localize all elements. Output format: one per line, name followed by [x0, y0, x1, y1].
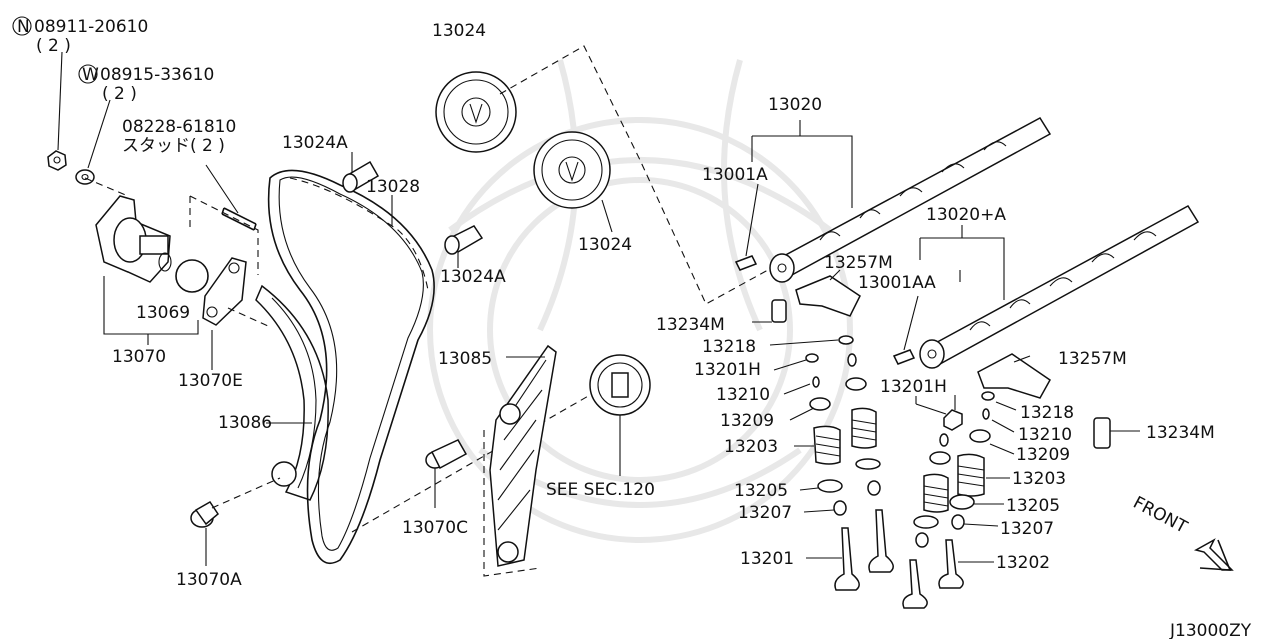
gasket-plate: [202, 257, 247, 326]
label-sprocket-lower: 13024: [578, 235, 632, 255]
label-washer-right: 13205: [1006, 496, 1060, 516]
label-cotter-left: 13210: [716, 385, 770, 405]
camshaft-upper: [734, 117, 1052, 283]
slack-guide: [483, 344, 557, 577]
label-lash-adjuster-right: 13234M: [1146, 423, 1215, 443]
label-tensioner: 13069: [136, 303, 190, 323]
label-washer-left: 13205: [734, 481, 788, 501]
label-valve-intake: 13201: [740, 549, 794, 569]
label-valve-seat-left: 13209: [720, 411, 774, 431]
washer-part: [75, 64, 111, 185]
front-arrow-icon: [1193, 538, 1234, 571]
label-lash-adjuster-left: 13234M: [656, 315, 725, 335]
label-collet-right: 13218: [1020, 403, 1074, 423]
label-nut-code: 08911-20610: [34, 17, 148, 37]
label-dowel-top: 13001A: [702, 165, 768, 185]
valve-parts-left: [769, 335, 894, 591]
label-camshaft-set: 13020: [768, 95, 822, 115]
label-stud-note: スタッド( 2 ): [122, 136, 225, 156]
label-nut-qty: ( 2 ): [36, 36, 71, 56]
label-collet-left: 13218: [702, 337, 756, 357]
label-valve-seat-right: 13209: [1016, 445, 1070, 465]
nut-marker: N: [17, 17, 30, 37]
bottom-bolt: [190, 477, 281, 566]
label-bolt-top: 13024A: [282, 133, 348, 153]
intake-valve-icon: [834, 527, 860, 591]
stud-part: [189, 164, 259, 275]
label-gasket: 13070E: [178, 371, 243, 391]
label-stud-code: 08228-61810: [122, 117, 236, 137]
label-valve-exhaust: 13202: [996, 553, 1050, 573]
label-spring-left: 13203: [724, 437, 778, 457]
o-ring: [175, 259, 209, 293]
rocker-arm-right: [977, 353, 1051, 399]
crank-sprocket: [351, 354, 651, 533]
label-dowel-b: 13001AA: [858, 273, 936, 293]
label-retainer-left: 13201H: [694, 360, 761, 380]
label-bolt-bottom: 13070A: [176, 570, 242, 590]
guide-bolt: [425, 439, 468, 508]
label-seal-left: 13207: [738, 503, 792, 523]
cam-sprocket-lower: [533, 131, 613, 233]
label-sprocket-top: 13024: [432, 21, 486, 41]
label-guide-bolt: 13070C: [402, 518, 468, 538]
leader-lines: [351, 152, 961, 410]
label-see-sec: SEE SEC.120: [546, 480, 655, 500]
tensioner-assembly: [84, 177, 269, 370]
lash-adjuster-left: [752, 299, 787, 323]
label-slack-guide: 13085: [438, 349, 492, 369]
labels: N 08911-20610 ( 2 ) W 08915-33610 ( 2 ) …: [17, 17, 1252, 641]
washer-marker-circle: [78, 64, 98, 84]
label-rocker-right: 13257M: [1058, 349, 1127, 369]
label-drawing-id: J13000ZY: [1169, 621, 1252, 639]
label-spring-right: 13203: [1012, 469, 1066, 489]
washer-marker: W: [82, 65, 99, 85]
label-chain: 13028: [366, 177, 420, 197]
label-washer-qty: ( 2 ): [102, 84, 137, 104]
label-bolt-lower: 13024A: [440, 267, 506, 287]
nut-marker-circle: [12, 16, 32, 36]
camshaft-lower: [892, 205, 1200, 369]
rocker-arm-left: [795, 269, 861, 317]
label-rocker-top: 13257M: [824, 253, 893, 273]
label-tensioner-assy: 13070: [112, 347, 166, 367]
sprocket-bolt-top: [342, 160, 380, 193]
label-front: FRONT: [1130, 493, 1191, 538]
timing-chain: [267, 169, 435, 565]
washer-icon: [75, 169, 95, 185]
cam-sprocket-top: [435, 71, 517, 153]
nut-part: [12, 16, 67, 171]
chain-guide: [255, 284, 329, 501]
label-cotter-right: 13210: [1018, 425, 1072, 445]
lash-adjuster-right: [1093, 417, 1140, 449]
exhaust-valve-icon: [938, 539, 964, 589]
label-seal-right: 13207: [1000, 519, 1054, 539]
label-camshaft-set-b: 13020+A: [926, 205, 1006, 225]
valve-parts-right: [902, 391, 1017, 609]
sprocket-bolt-lower: [444, 225, 484, 268]
label-washer-code: 08915-33610: [100, 65, 214, 85]
sprocket-dash-lines: [499, 45, 769, 305]
label-retainer-right: 13201H: [880, 377, 947, 397]
nut-icon: [47, 150, 67, 171]
label-chain-guide: 13086: [218, 413, 272, 433]
